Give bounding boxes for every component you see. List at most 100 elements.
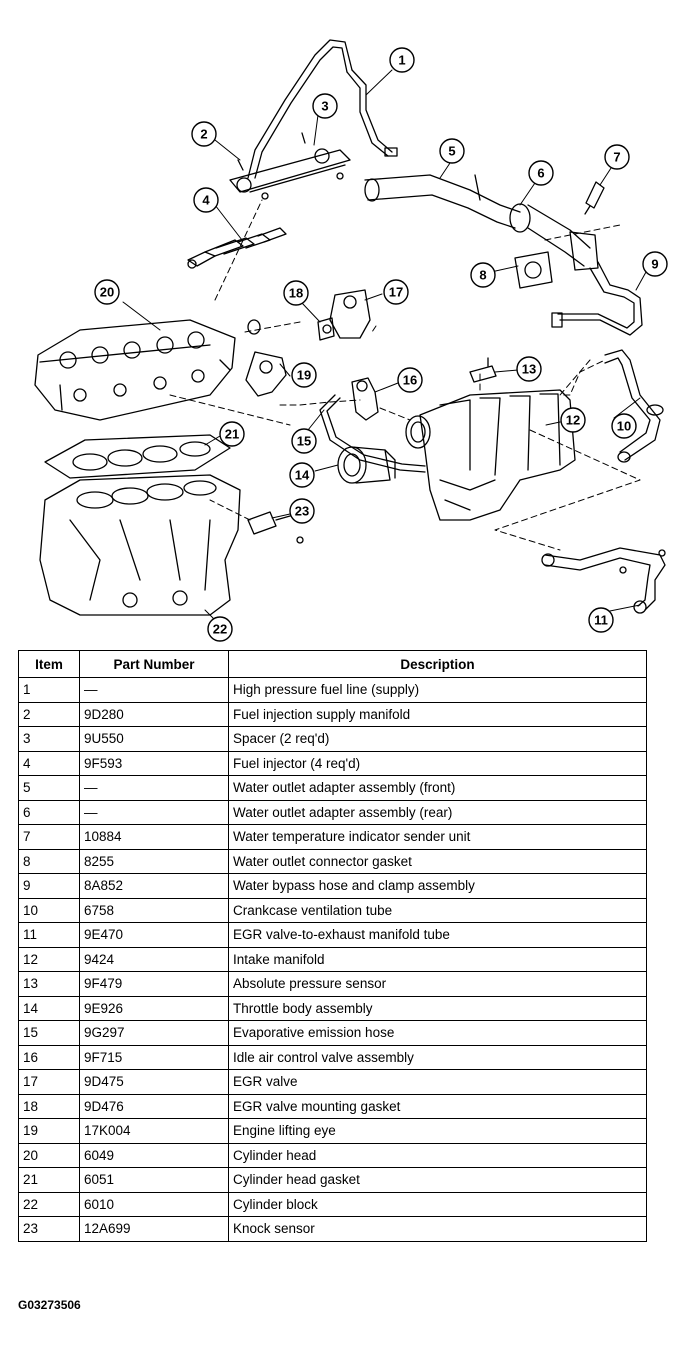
- cell-description: Fuel injector (4 req'd): [228, 750, 647, 776]
- cell-item: 6: [18, 799, 80, 825]
- header-description: Description: [228, 650, 647, 678]
- callout-23: [289, 498, 315, 524]
- cell-part-number: 10884: [79, 824, 229, 850]
- cell-description: Intake manifold: [228, 946, 647, 972]
- cell-part-number: —: [79, 677, 229, 703]
- cell-description: High pressure fuel line (supply): [228, 677, 647, 703]
- callout-label-11: 11: [594, 613, 608, 628]
- cell-item: 8: [18, 848, 80, 874]
- fuel-rail-part: [229, 132, 351, 200]
- callout-21: [219, 421, 245, 447]
- figure-id: G03273506: [18, 1298, 81, 1312]
- callout-22: [207, 616, 233, 642]
- cell-part-number: 9424: [79, 946, 229, 972]
- callout-label-13: 13: [522, 362, 536, 377]
- cell-part-number: 9D475: [79, 1069, 229, 1095]
- table-row: 5—Water outlet adapter assembly (front): [18, 775, 647, 801]
- cell-description: Absolute pressure sensor: [228, 971, 647, 997]
- callout-label-4: 4: [202, 193, 210, 208]
- intake-manifold-part: [405, 389, 576, 521]
- exploded-engine-diagram: 1 2 3 4 5 6 7 8 9 10 11 12 13 14 15 16 1…: [34, 39, 668, 642]
- temp-sender-part: [584, 181, 605, 215]
- callout-label-7: 7: [613, 150, 620, 165]
- cell-item: 9: [18, 873, 80, 899]
- cell-part-number: —: [79, 799, 229, 825]
- cell-part-number: 9F593: [79, 750, 229, 776]
- cell-description: Idle air control valve assembly: [228, 1044, 647, 1070]
- callout-label-16: 16: [403, 373, 417, 388]
- callout-10: [611, 413, 637, 439]
- fuel-line-part: [247, 39, 398, 179]
- bypass-hose-part: [551, 261, 643, 336]
- callout-15: [291, 428, 317, 454]
- cell-item: 14: [18, 995, 80, 1021]
- cell-description: Spacer (2 req'd): [228, 726, 647, 752]
- callout-label-10: 10: [617, 419, 631, 434]
- cell-description: Water bypass hose and clamp assembly: [228, 873, 647, 899]
- cell-description: Throttle body assembly: [228, 995, 647, 1021]
- cell-part-number: —: [79, 775, 229, 801]
- cell-part-number: 9E470: [79, 922, 229, 948]
- cell-part-number: 6051: [79, 1167, 229, 1193]
- cell-part-number: 6010: [79, 1191, 229, 1217]
- table-row: 1—High pressure fuel line (supply): [18, 677, 647, 703]
- cell-item: 4: [18, 750, 80, 776]
- cell-part-number: 9U550: [79, 726, 229, 752]
- cell-part-number: 9G297: [79, 1020, 229, 1046]
- cell-item: 1: [18, 677, 80, 703]
- cell-item: 23: [18, 1216, 80, 1242]
- cell-item: 5: [18, 775, 80, 801]
- cell-item: 10: [18, 897, 80, 923]
- cell-item: 3: [18, 726, 80, 752]
- cell-item: 20: [18, 1142, 80, 1168]
- callout-3: [312, 93, 338, 119]
- map-sensor-part: [469, 357, 497, 383]
- cell-description: Water temperature indicator sender unit: [228, 824, 647, 850]
- cell-part-number: 12A699: [79, 1216, 229, 1242]
- callout-12: [560, 407, 586, 433]
- callout-1: [389, 47, 415, 73]
- callout-18: [283, 280, 309, 306]
- cell-description: Cylinder block: [228, 1191, 647, 1217]
- cell-part-number: 17K004: [79, 1118, 229, 1144]
- cell-item: 12: [18, 946, 80, 972]
- cell-description: Evaporative emission hose: [228, 1020, 647, 1046]
- throttle-body-part: [337, 446, 396, 484]
- callout-11: [588, 607, 614, 633]
- callout-7: [604, 144, 630, 170]
- egr-tube-part: [541, 547, 666, 614]
- cell-item: 19: [18, 1118, 80, 1144]
- water-outlet-part: [364, 174, 599, 271]
- callout-9: [642, 251, 668, 277]
- iac-valve-part: [351, 377, 379, 421]
- cell-item: 11: [18, 922, 80, 948]
- callout-2: [191, 121, 217, 147]
- callout-label-20: 20: [100, 285, 114, 300]
- cell-description: Crankcase ventilation tube: [228, 897, 647, 923]
- cell-part-number: 6758: [79, 897, 229, 923]
- cell-description: Engine lifting eye: [228, 1118, 647, 1144]
- callout-17: [383, 279, 409, 305]
- cell-part-number: 9F715: [79, 1044, 229, 1070]
- callout-label-5: 5: [448, 144, 455, 159]
- cell-part-number: 6049: [79, 1142, 229, 1168]
- callout-5: [439, 138, 465, 164]
- callouts: 1 2 3 4 5 6 7 8 9 10 11 12 13 14 15 16 1…: [94, 47, 668, 642]
- table-header-row: Item Part Number Description: [18, 650, 647, 678]
- header-item: Item: [18, 650, 80, 678]
- cell-part-number: 9D280: [79, 701, 229, 727]
- cell-item: 17: [18, 1069, 80, 1095]
- callout-label-8: 8: [479, 268, 486, 283]
- callout-label-12: 12: [566, 413, 580, 428]
- injectors-part: [187, 227, 287, 269]
